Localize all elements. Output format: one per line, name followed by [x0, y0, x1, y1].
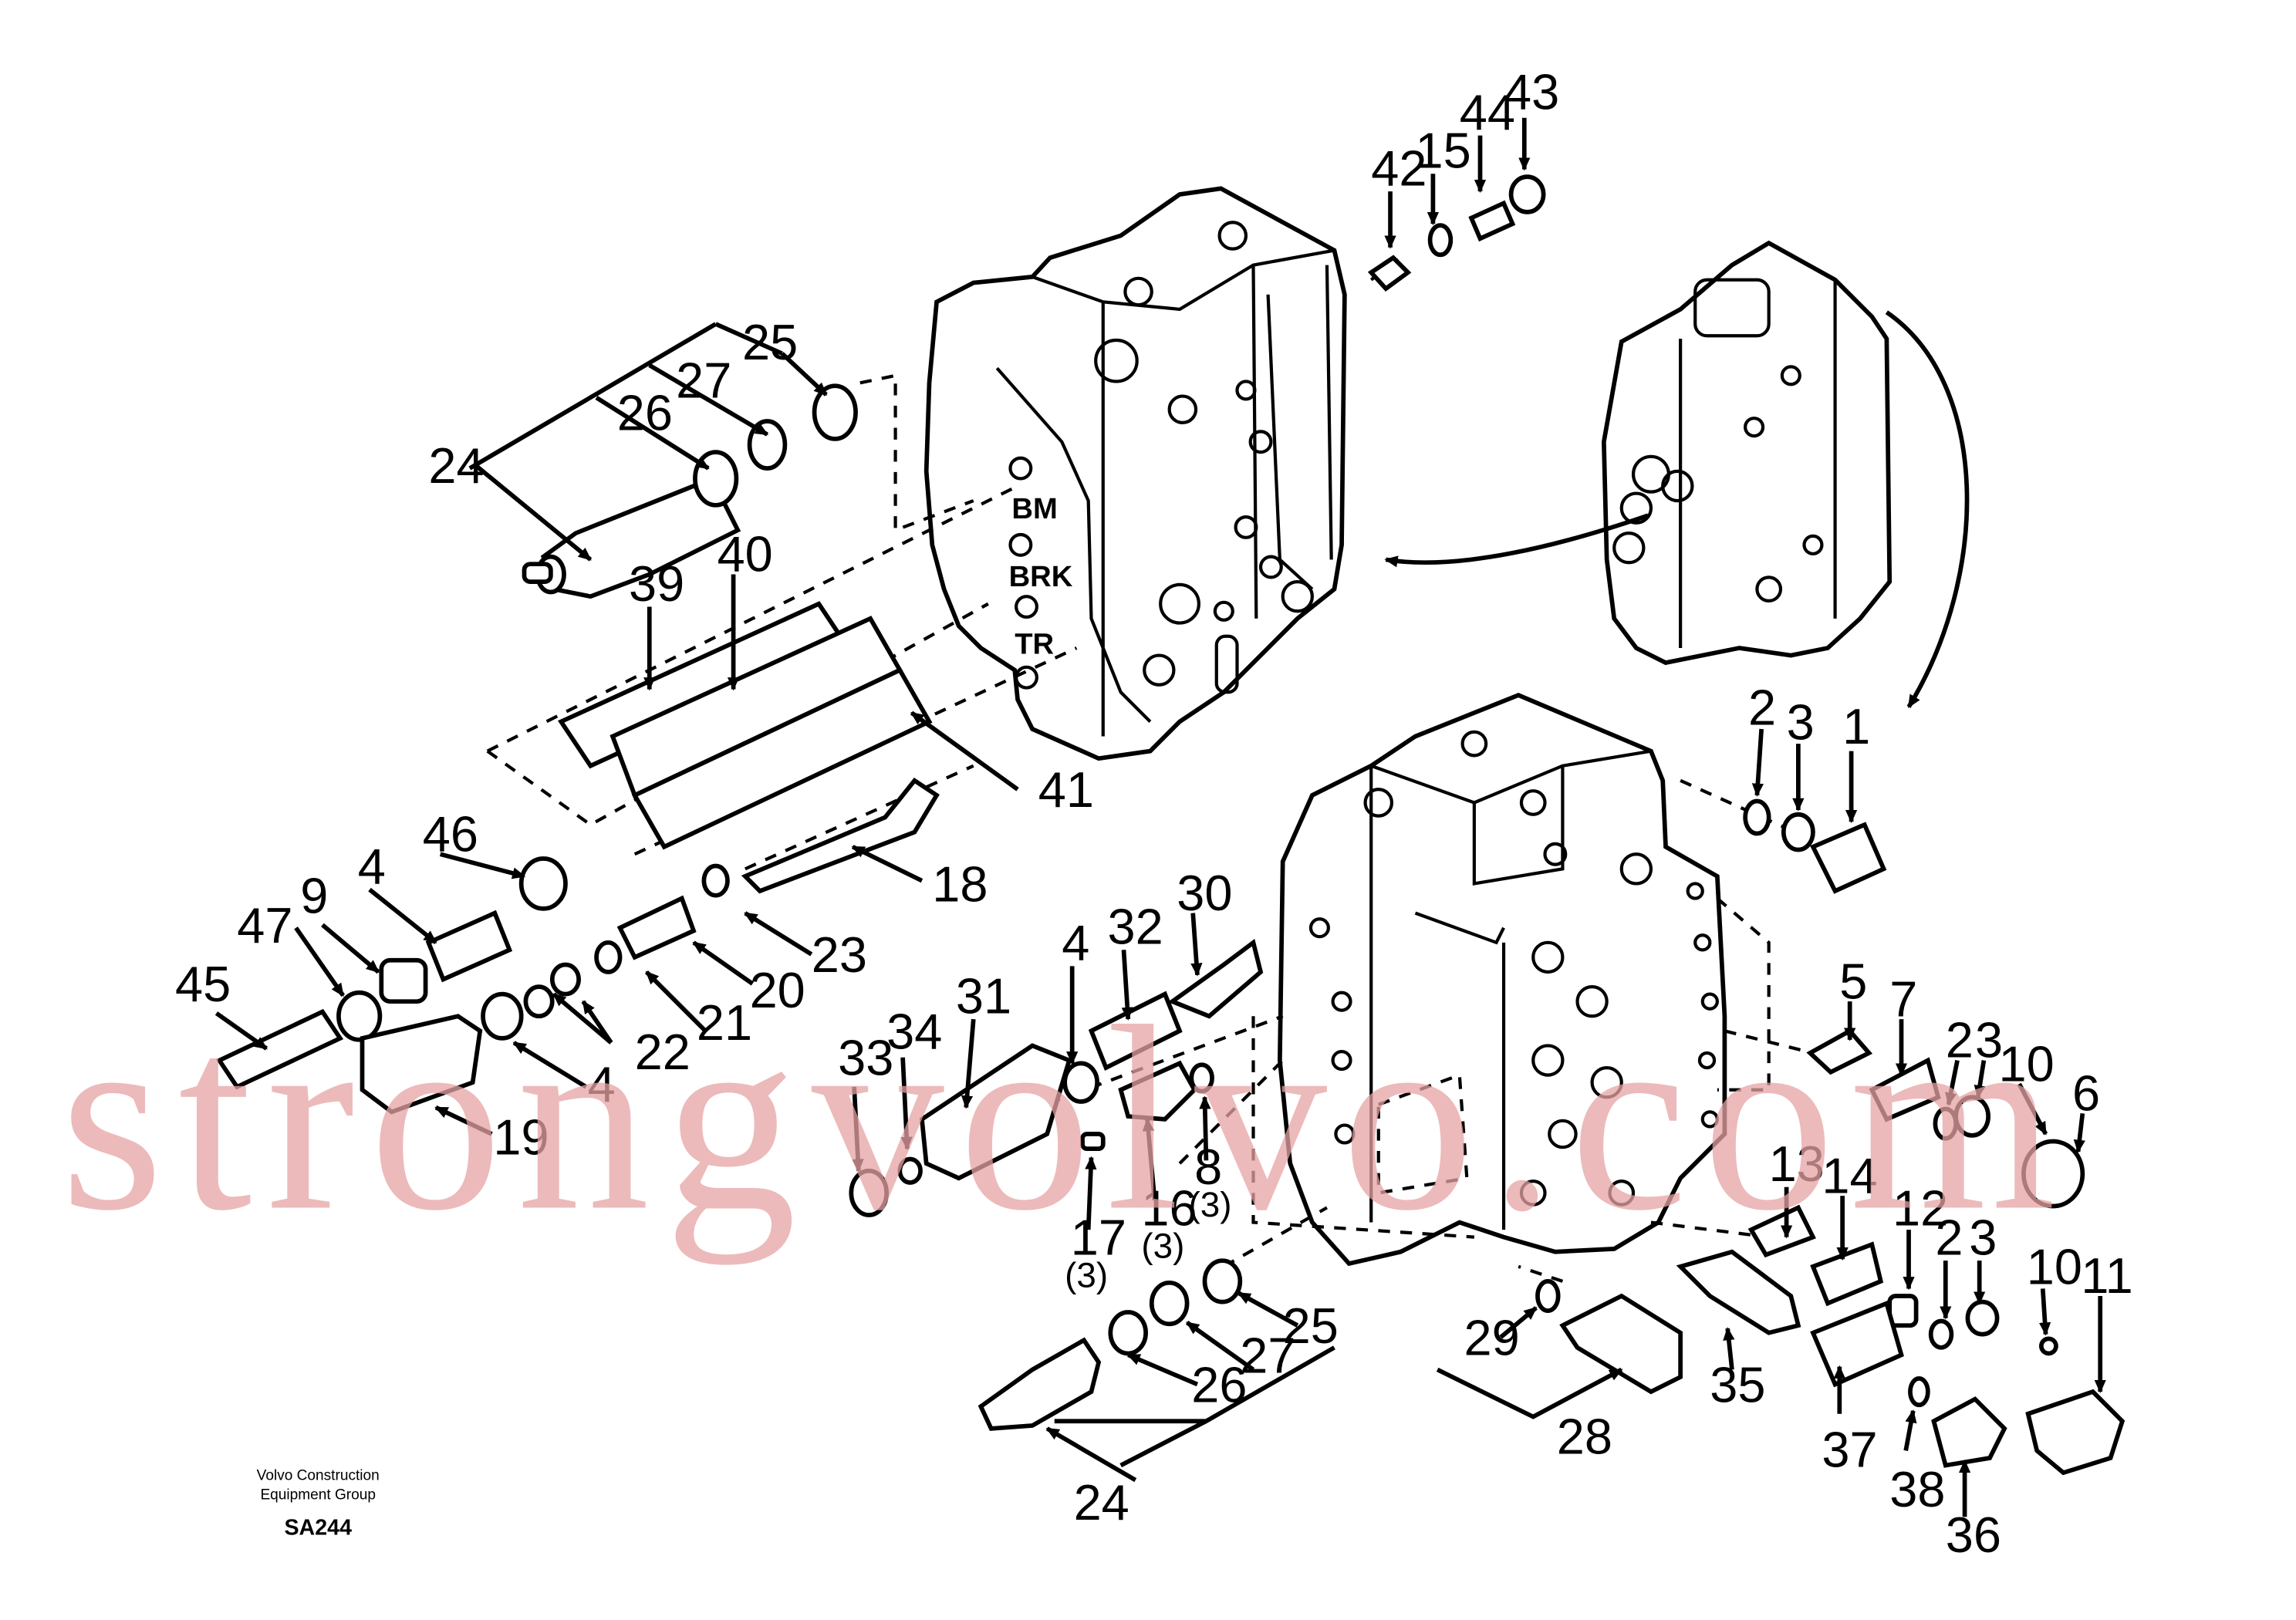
footer-company-line-2: Equipment Group — [260, 1487, 376, 1503]
callout-13: 13 — [1769, 1136, 1825, 1192]
callout-7: 7 — [1889, 970, 1917, 1027]
callout-38: 38 — [1889, 1461, 1945, 1517]
port-label-bm: BM — [1011, 492, 1057, 525]
cover-16 — [1118, 1060, 1197, 1122]
callout-10: 10 — [1999, 1035, 2055, 1092]
quantity-17: (3) — [1065, 1256, 1108, 1295]
callout-34: 34 — [886, 1003, 942, 1059]
callout-40: 40 — [718, 526, 773, 582]
lower-valve-block — [1277, 692, 1727, 1267]
callout-4: 4 — [358, 838, 386, 894]
callout-2: 2 — [1748, 679, 1776, 735]
callout-8: 8 — [1194, 1139, 1222, 1195]
callout-12: 12 — [1893, 1180, 1948, 1236]
callout-24: 24 — [1074, 1474, 1129, 1531]
callout-25: 25 — [1283, 1298, 1339, 1354]
callout-42: 42 — [1371, 140, 1427, 197]
callout-41: 41 — [1038, 761, 1094, 818]
callout-35: 35 — [1710, 1356, 1765, 1412]
callout-10: 10 — [2027, 1239, 2082, 1295]
callout-27: 27 — [676, 352, 731, 408]
callout-18: 18 — [932, 856, 988, 912]
callout-27: 27 — [1240, 1327, 1295, 1383]
callout-5: 5 — [1839, 953, 1867, 1009]
arrow-to-lower-block — [1885, 310, 1970, 708]
callout-45: 45 — [175, 956, 231, 1012]
callout-21: 21 — [697, 994, 752, 1051]
callout-31: 31 — [956, 967, 1011, 1024]
callout-44: 44 — [1460, 84, 1515, 140]
plug-11 — [2025, 1389, 2125, 1476]
callout-30: 30 — [1177, 865, 1232, 921]
quantity-8: (3) — [1189, 1185, 1232, 1224]
callout-28: 28 — [1557, 1408, 1612, 1464]
reference-valve-view — [1601, 240, 1893, 666]
footer-block: Volvo Construction Equipment Group SA244 — [257, 1468, 380, 1541]
callout-3: 3 — [1969, 1210, 1997, 1266]
callout-labels: 1 2 3 2 3 2 3 4 4 4 5 6 7 8 (3) 9 10 10 … — [175, 63, 2133, 1563]
callout-19: 19 — [493, 1109, 549, 1166]
callout-29: 29 — [1464, 1309, 1520, 1365]
callout-26: 26 — [1191, 1356, 1247, 1412]
callout-3: 3 — [1787, 694, 1815, 750]
callout-24: 24 — [428, 437, 484, 494]
plug-31 — [919, 1043, 1072, 1181]
callout-2: 2 — [1946, 1012, 1974, 1068]
leader-lines — [214, 117, 2106, 1517]
callout-26: 26 — [617, 384, 673, 440]
plug-19 — [360, 1014, 483, 1115]
parts — [216, 174, 2125, 1476]
arrow-to-upper-block — [1384, 513, 1649, 568]
plug-36 — [1931, 1396, 2007, 1468]
callout-36: 36 — [1946, 1507, 2001, 1563]
port-label-tr: TR — [1015, 628, 1054, 661]
callout-17: 17 — [1071, 1210, 1126, 1266]
watermark-text: strongvolvo.com — [60, 972, 2071, 1265]
callout-46: 46 — [423, 805, 478, 862]
callout-37: 37 — [1822, 1421, 1877, 1477]
callout-23: 23 — [812, 926, 867, 983]
callout-14: 14 — [1822, 1147, 1877, 1203]
callout-3: 3 — [1975, 1012, 2003, 1068]
plug-28 — [1559, 1293, 1683, 1395]
relief-valve-upper — [540, 483, 741, 599]
callout-4: 4 — [588, 1056, 616, 1112]
callout-1: 1 — [1842, 698, 1870, 754]
callout-9: 9 — [300, 868, 328, 924]
sleeve-45 — [216, 1008, 344, 1090]
callout-4: 4 — [1062, 915, 1089, 971]
callout-2: 2 — [1935, 1210, 1963, 1266]
relief-valve-lower — [977, 1337, 1102, 1431]
callout-25: 25 — [742, 314, 798, 370]
callout-47: 47 — [237, 897, 292, 953]
diagram-code: SA244 — [284, 1515, 352, 1540]
callout-33: 33 — [838, 1030, 893, 1086]
callout-39: 39 — [629, 555, 684, 612]
quantity-16: (3) — [1141, 1226, 1184, 1265]
callout-20: 20 — [750, 962, 805, 1018]
callout-6: 6 — [2072, 1065, 2100, 1121]
callout-43: 43 — [1504, 63, 1559, 120]
callout-22: 22 — [635, 1024, 690, 1080]
port-label-brk: BRK — [1009, 560, 1073, 593]
callout-11: 11 — [2081, 1247, 2132, 1304]
upper-valve-block: BM BRK TR — [923, 186, 1347, 761]
spool-41 — [631, 667, 933, 850]
callout-15: 15 — [1416, 123, 1471, 179]
callout-16: 16 — [1141, 1180, 1197, 1236]
footer-company-line-1: Volvo Construction — [257, 1468, 380, 1484]
callout-32: 32 — [1108, 899, 1163, 955]
